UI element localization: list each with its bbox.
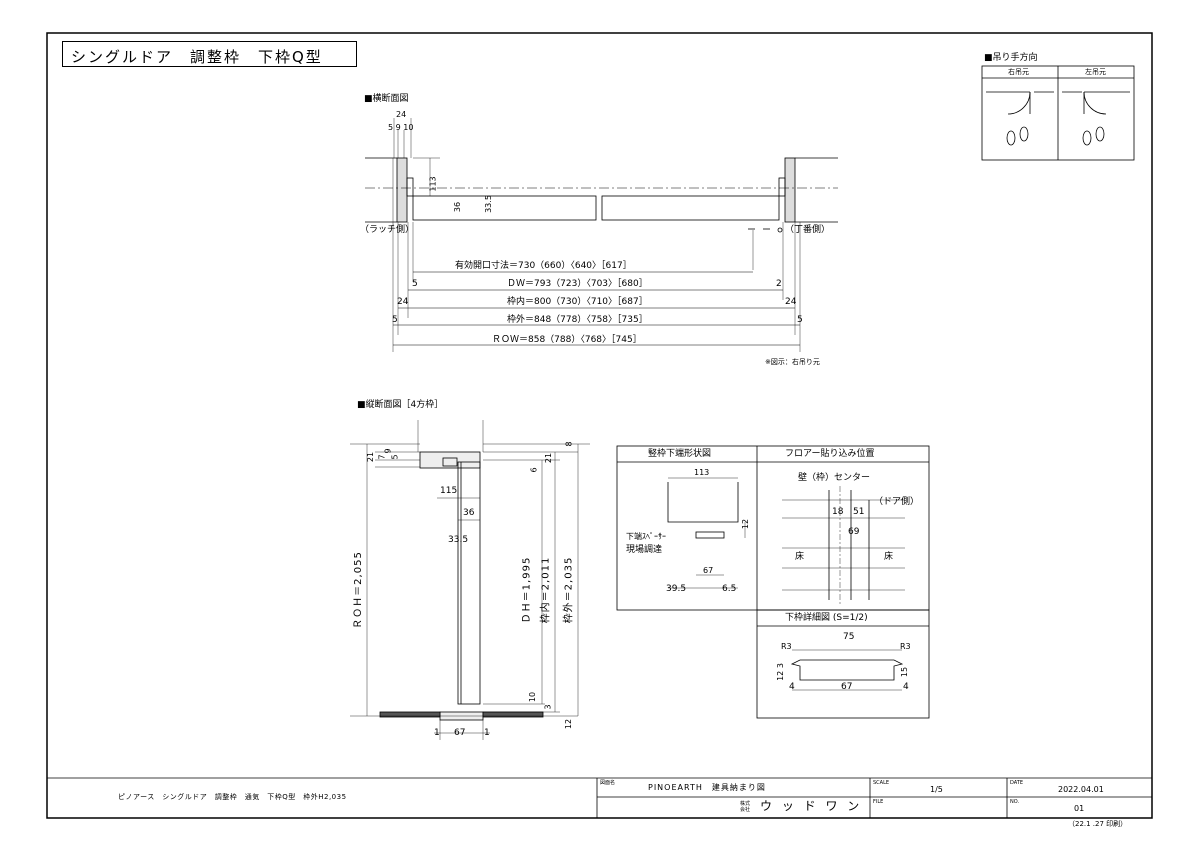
plan-drawing <box>365 118 838 352</box>
section-33-5: 33.5 <box>448 535 469 545</box>
titleblock-company-label: 株式会社 <box>740 801 751 813</box>
detail2-69: 69 <box>848 527 860 537</box>
section-bottom-67: 67 <box>454 728 466 738</box>
detail1-113: 113 <box>694 468 710 477</box>
detail3-67: 67 <box>841 682 853 692</box>
detail3-r3-left: R3 <box>781 642 792 651</box>
detail1-heading: 竪枠下端形状図 <box>648 449 712 459</box>
titleblock-date: 2022.04.01 <box>1058 785 1104 794</box>
section-left-9: 9 <box>383 448 393 454</box>
section-drawing <box>350 420 590 740</box>
section-top-21: 21 <box>544 452 554 464</box>
titleblock-company: ウ ッ ド ワ ン <box>760 799 863 813</box>
plan-dim-36: 36 <box>453 201 463 213</box>
titleblock-no-label: NO. <box>1010 799 1020 805</box>
sheet-border <box>46 32 1153 819</box>
plan-row3-left: 5 <box>392 315 398 325</box>
detail3-4-right: 4 <box>903 682 909 692</box>
titleblock-drawing-name: PINOEARTH 建具納まり図 <box>648 783 766 792</box>
latch-side-label: （ラッチ側） <box>360 225 415 235</box>
section-bottom-1a: 1 <box>434 728 440 738</box>
plan-row1-right: 2 <box>776 279 782 289</box>
detail1-spacer: 下端ｽﾍﾟｰｻｰ <box>626 532 666 541</box>
plan-heading: ■横断面図 <box>364 94 409 104</box>
titleblock-scale-label: SCALE <box>873 780 890 786</box>
plan-dim-24: 24 <box>396 110 407 119</box>
section-left-5: 5 <box>390 454 400 460</box>
titleblock-no: 01 <box>1074 804 1085 813</box>
detail3-15: 15 <box>900 666 910 678</box>
section-36: 36 <box>463 508 475 518</box>
detail1-12: 12 <box>741 518 751 530</box>
titleblock-name-label: 図面名 <box>600 780 616 786</box>
hinge-left-label: 左吊元 <box>1085 68 1106 76</box>
section-top-8: 8 <box>564 441 574 447</box>
plan-note: ※図示：右吊り元 <box>765 358 820 366</box>
hinge-right-label: 右吊元 <box>1008 68 1029 76</box>
detail2-door-side: （ドア側） <box>874 497 920 507</box>
section-left-7: 7 <box>377 454 387 460</box>
plan-row3-right: 5 <box>797 315 803 325</box>
titleblock-date-label: DATE <box>1010 780 1024 786</box>
detail1-39-5: 39.5 <box>666 584 687 594</box>
detail2-floor-left: 床 <box>795 552 805 562</box>
page-title: シングルドア 調整枠 下枠Q型 <box>62 41 357 67</box>
plan-dim-113: 113 <box>428 176 438 192</box>
detail2-heading: フロアー貼り込み位置 <box>785 449 875 459</box>
section-dh: ＤＨ＝1,995 <box>521 556 533 624</box>
section-bot-3: 3 <box>543 704 553 710</box>
titleblock-file-label: FILE <box>873 799 884 805</box>
section-bot-12: 12 <box>564 718 574 730</box>
plan-row-2: 枠内＝800（730）〈710〉［687］ <box>507 297 648 307</box>
plan-dim-33-5: 33.5 <box>483 195 493 213</box>
detail2-51: 51 <box>853 507 865 517</box>
section-bottom-1b: 1 <box>484 728 490 738</box>
hinge-direction-box <box>981 65 1135 161</box>
detail3-heading: 下枠詳細図 (S=1/2) <box>785 613 868 623</box>
detail2-floor-right: 床 <box>884 552 894 562</box>
plan-row2-left: 24 <box>397 297 409 307</box>
section-inner: 枠内＝2,011 <box>540 556 552 624</box>
titleblock-scale: 1/5 <box>930 785 943 794</box>
detail3-4-left: 4 <box>789 682 795 692</box>
detail3-75: 75 <box>843 632 855 642</box>
detail1-site: 現場調達 <box>626 545 663 555</box>
plan-row-4: ＲＯＷ＝858（788）〈768〉［745］ <box>492 335 642 345</box>
plan-row-3: 枠外＝848（778）〈758〉［735］ <box>507 315 648 325</box>
section-115: 115 <box>440 486 458 496</box>
plan-row2-right: 24 <box>785 297 797 307</box>
detail2-center: 壁（枠）センター <box>798 473 871 483</box>
detail3-12-3: 12 3 <box>775 663 785 681</box>
hinge-side-label: （丁番側） <box>785 225 831 235</box>
titleblock-product: ピノアース シングルドア 調整枠 通気 下枠Q型 枠外H2,035 <box>118 793 347 801</box>
plan-dim-sub: 5 9 10 <box>388 123 414 132</box>
detail2-18: 18 <box>832 507 844 517</box>
section-heading: ■縦断面図［4方枠］ <box>357 400 444 410</box>
detail1-6-5: 6.5 <box>722 584 737 594</box>
plan-row-0: 有効開口寸法＝730（660）〈640〉［617］ <box>455 261 632 271</box>
detail-boxes <box>616 445 930 719</box>
section-top-6: 6 <box>529 467 539 473</box>
titleblock-print: （22.1 .27 印刷） <box>1068 820 1128 828</box>
section-bot-10: 10 <box>528 691 538 703</box>
section-left-21: 21 <box>366 451 376 463</box>
hinge-heading: ■吊り手方向 <box>984 53 1038 63</box>
detail3-r3-right: R3 <box>900 642 911 651</box>
section-outer: 枠外＝2,035 <box>563 556 575 624</box>
section-roh: ＲＯＨ＝2,055 <box>352 551 364 629</box>
detail1-67: 67 <box>703 566 714 575</box>
plan-row1-left: 5 <box>412 279 418 289</box>
plan-row-1: ＤＷ＝793（723）〈703〉［680］ <box>507 279 648 289</box>
title-block-lines <box>47 777 1152 818</box>
